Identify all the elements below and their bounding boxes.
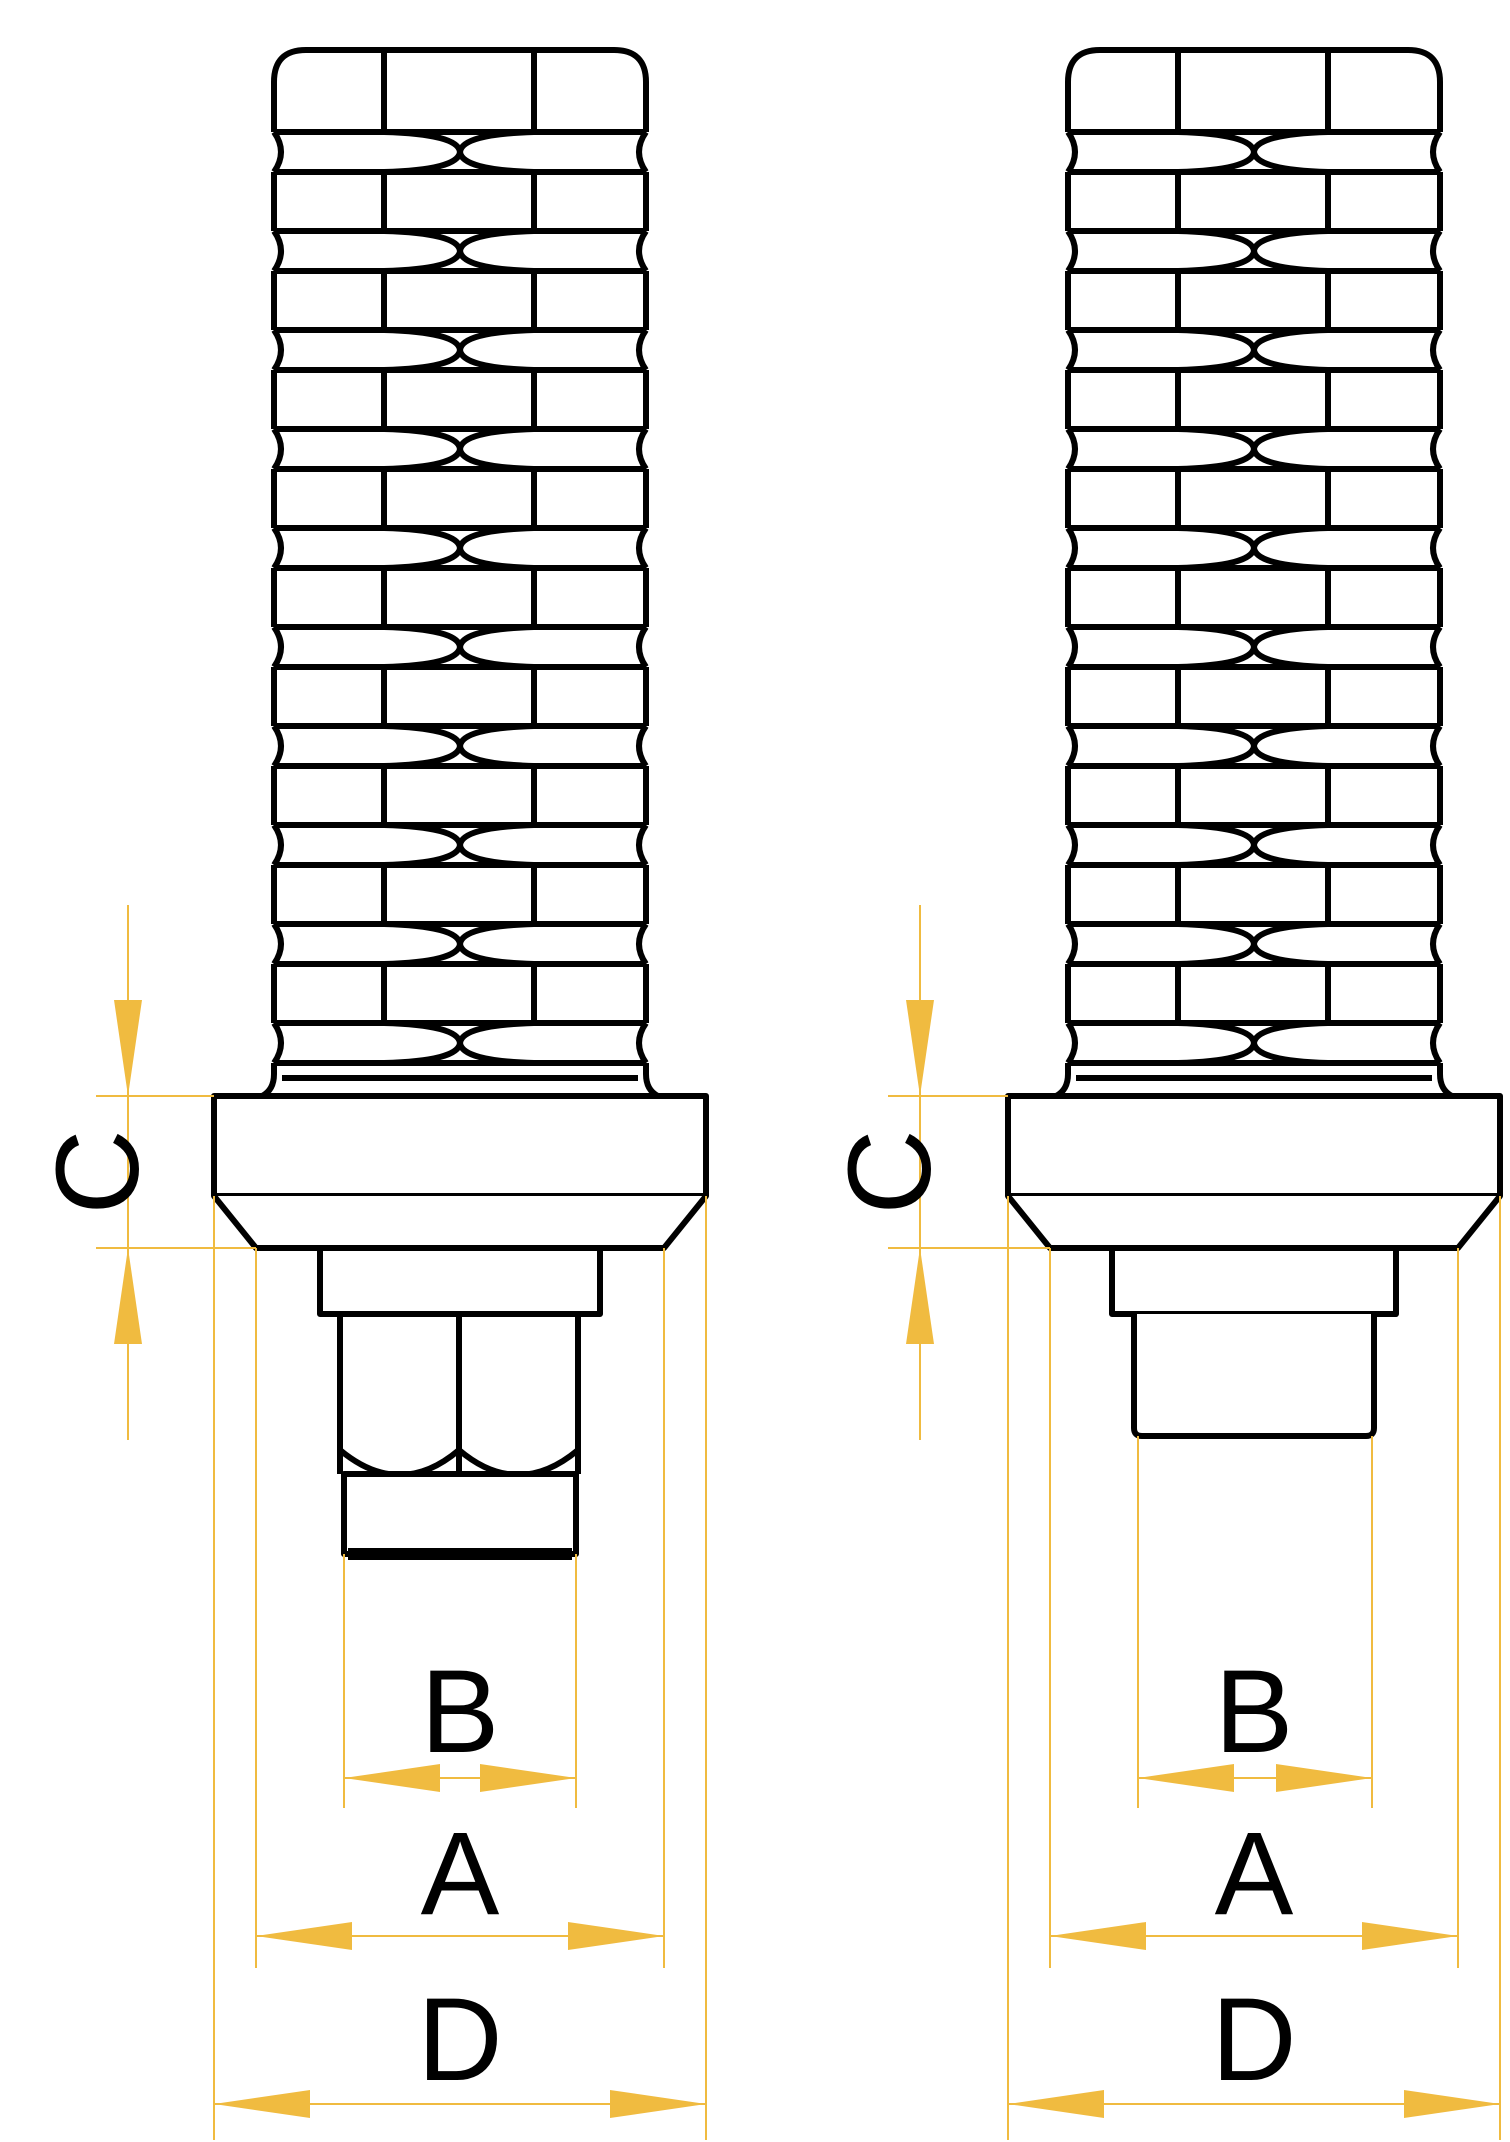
- threaded-post: [1054, 47, 1454, 1099]
- label-b: B: [1215, 1646, 1294, 1778]
- label-a: A: [1215, 1808, 1294, 1940]
- label-c: C: [32, 1129, 164, 1214]
- dimension-lines: [888, 905, 1501, 2140]
- label-b: B: [421, 1646, 500, 1778]
- threaded-post: [260, 47, 660, 1099]
- dimension-arrows: [114, 1000, 706, 2118]
- label-c: C: [824, 1129, 956, 1214]
- label-d: D: [417, 1974, 502, 2106]
- figure-non-hex-abutment: C B A D: [824, 47, 1503, 2140]
- dimension-arrows: [906, 1000, 1500, 2118]
- collar: [1005, 1093, 1503, 1439]
- label-a: A: [421, 1808, 500, 1940]
- collar: [211, 1093, 709, 1560]
- label-d: D: [1211, 1974, 1296, 2106]
- figure-hex-abutment: C B A D: [32, 47, 709, 2140]
